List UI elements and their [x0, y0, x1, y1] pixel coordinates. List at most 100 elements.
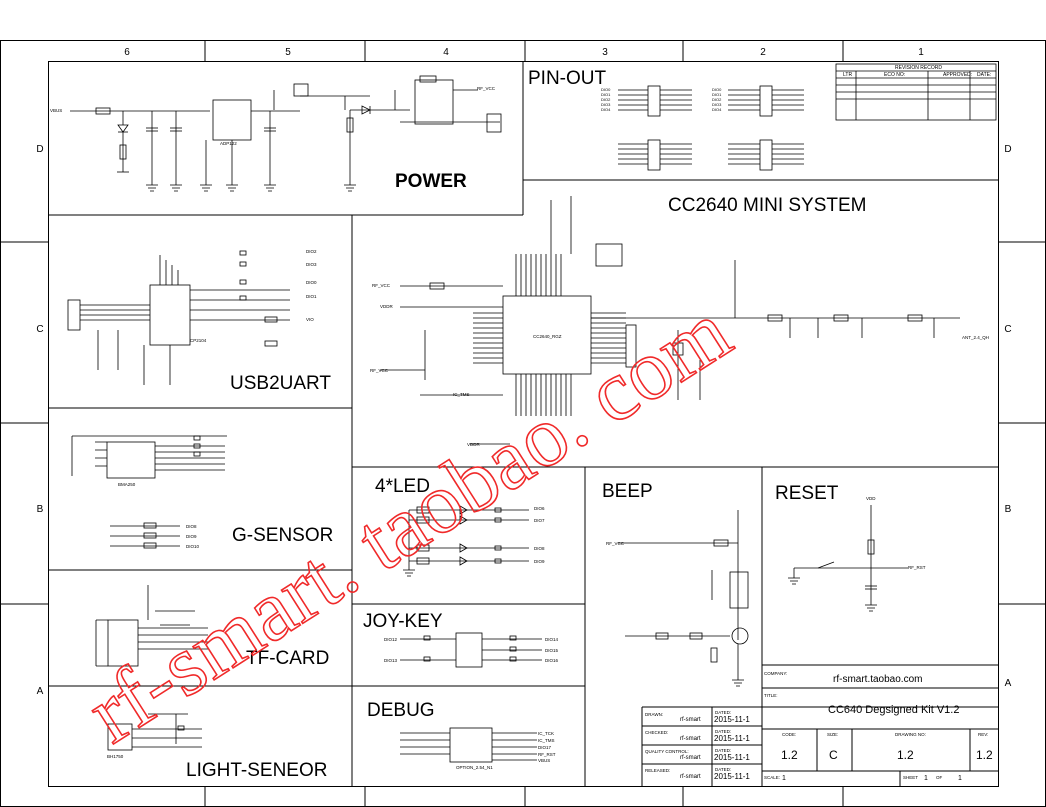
code-label: CODE:: [782, 732, 796, 737]
ic-cc2640: CC2640_RGZ: [533, 334, 562, 339]
reset-circuit: [788, 505, 908, 612]
net: DIO3: [306, 262, 317, 267]
section-partitions: [48, 61, 998, 787]
ic-adp122: ADP122: [220, 141, 237, 146]
revision-title: REVISION RECORD: [895, 65, 942, 71]
section-title-light-sensor: LIGHT-SENEOR: [186, 760, 327, 781]
drawn-label: DRAWN:: [645, 712, 663, 717]
col-label: 2: [760, 47, 766, 58]
ic-bma250: BMA250: [118, 482, 136, 487]
checked-date: 2015-11-1: [714, 734, 750, 743]
drawing-title: CC640 Degsigned Kit V1.2: [828, 704, 959, 716]
net: DIO8: [534, 546, 545, 551]
pinout-headers: [618, 85, 804, 171]
qc-date: 2015-11-1: [714, 753, 750, 762]
watermark-text: rf-smart. taobao. com: [71, 282, 747, 761]
section-title-reset: RESET: [775, 483, 839, 504]
company-name: rf-smart.taobao.com: [833, 674, 922, 685]
qc-date-label: DATED:: [715, 748, 731, 753]
of-label: OF: [936, 775, 943, 780]
row-label: B: [1005, 504, 1012, 515]
checked-date-label: DATED:: [715, 729, 731, 734]
row-label: A: [1005, 678, 1012, 689]
drawing-no-value: 1.2: [897, 748, 914, 762]
ic-bh1750: BH1750: [107, 754, 124, 759]
section-title-joy-key: JOY-KEY: [363, 611, 443, 632]
net-rf-vcc: RF_VCC: [477, 86, 496, 91]
section-title-led: 4*LED: [375, 476, 430, 497]
qc-label: QUALITY CONTROL:: [645, 749, 689, 754]
col-label: 4: [443, 47, 449, 58]
row-label: A: [37, 686, 44, 697]
checked-label: CHECKED:: [645, 730, 668, 735]
row-label: C: [1004, 324, 1011, 335]
scale-value: 1: [782, 775, 786, 782]
net: DIO15: [545, 648, 559, 653]
net: DIO2: [306, 249, 317, 254]
net: IC_TMS: [538, 738, 555, 743]
released-date: 2015-11-1: [714, 772, 750, 781]
drawn-date: 2015-11-1: [714, 715, 750, 724]
tf-card-circuit: [95, 585, 208, 667]
net: DIO7: [534, 518, 545, 523]
rev-label: REV:: [978, 732, 988, 737]
section-title-beep: BEEP: [602, 481, 653, 502]
cc2640-circuit: [380, 196, 960, 445]
net: IC_TCK: [538, 731, 554, 736]
section-title-g-sensor: G-SENSOR: [232, 525, 333, 546]
usb2uart-circuit: [67, 250, 290, 385]
of-value: 1: [958, 775, 962, 782]
net: DIO13: [384, 658, 398, 663]
pin-net: DIO2: [712, 97, 722, 102]
revision-header: DATE:: [977, 72, 991, 78]
watermark: rf-smart. taobao. com: [70, 282, 748, 762]
size-value: C: [829, 748, 838, 762]
led-circuit: [403, 505, 529, 577]
net: DIO9: [186, 534, 197, 539]
net: DIO1: [306, 294, 317, 299]
sheet-value: 1: [924, 775, 928, 782]
col-label: 5: [285, 47, 291, 58]
revision-header: LTR: [843, 72, 852, 78]
net: DIO6: [534, 506, 545, 511]
net: DIO0: [306, 280, 317, 285]
drawn-name: rf-smart: [680, 717, 701, 723]
pin-net: DIO1: [601, 92, 611, 97]
pin-net: DIO4: [712, 107, 722, 112]
power-circuit: [70, 75, 502, 192]
net: DIO12: [384, 637, 398, 642]
section-title-tf-card: TF-CARD: [246, 648, 329, 669]
net-vddr: VDDR: [380, 304, 394, 309]
net: DIO16: [545, 658, 559, 663]
revision-header: APPROVED:: [943, 72, 972, 78]
drawing-no-label: DRAWING NO:: [895, 732, 926, 737]
net: VIO: [306, 317, 314, 322]
rev-value: 1.2: [976, 748, 993, 762]
sheet-label: SHEET: [903, 775, 918, 780]
revision-header: ECO NO:: [884, 72, 905, 78]
g-sensor-circuit: [71, 435, 227, 549]
qc-name: rf-smart: [680, 755, 701, 761]
border-labels: 6 5 4 3 2 1 D C B A D C B A: [36, 47, 1011, 697]
scale-label: SCALE:: [764, 775, 780, 780]
size-label: SIZE:: [827, 732, 838, 737]
joy-key-circuit: [400, 632, 542, 668]
released-date-label: DATED:: [715, 767, 731, 772]
section-title-pin-out: PIN-OUT: [528, 68, 607, 89]
row-label: D: [36, 144, 43, 155]
col-label: 1: [918, 47, 924, 58]
section-title-usb2uart: USB2UART: [230, 373, 331, 394]
ic-cp2104: CP2104: [190, 338, 207, 343]
net: DIO10: [186, 544, 200, 549]
antenna: ANT_2.4_QH: [962, 335, 989, 340]
net: DIO17: [538, 745, 552, 750]
pin-net: DIO3: [601, 102, 611, 107]
section-title-debug: DEBUG: [367, 700, 435, 721]
code-value: 1.2: [781, 748, 798, 762]
net-rf-vcc: RF_VCC: [606, 541, 625, 546]
released-name: rf-smart: [680, 774, 701, 780]
released-label: RELEASED:: [645, 768, 670, 773]
pin-net: DIO4: [601, 107, 611, 112]
net-vdd: VDD: [866, 496, 876, 501]
